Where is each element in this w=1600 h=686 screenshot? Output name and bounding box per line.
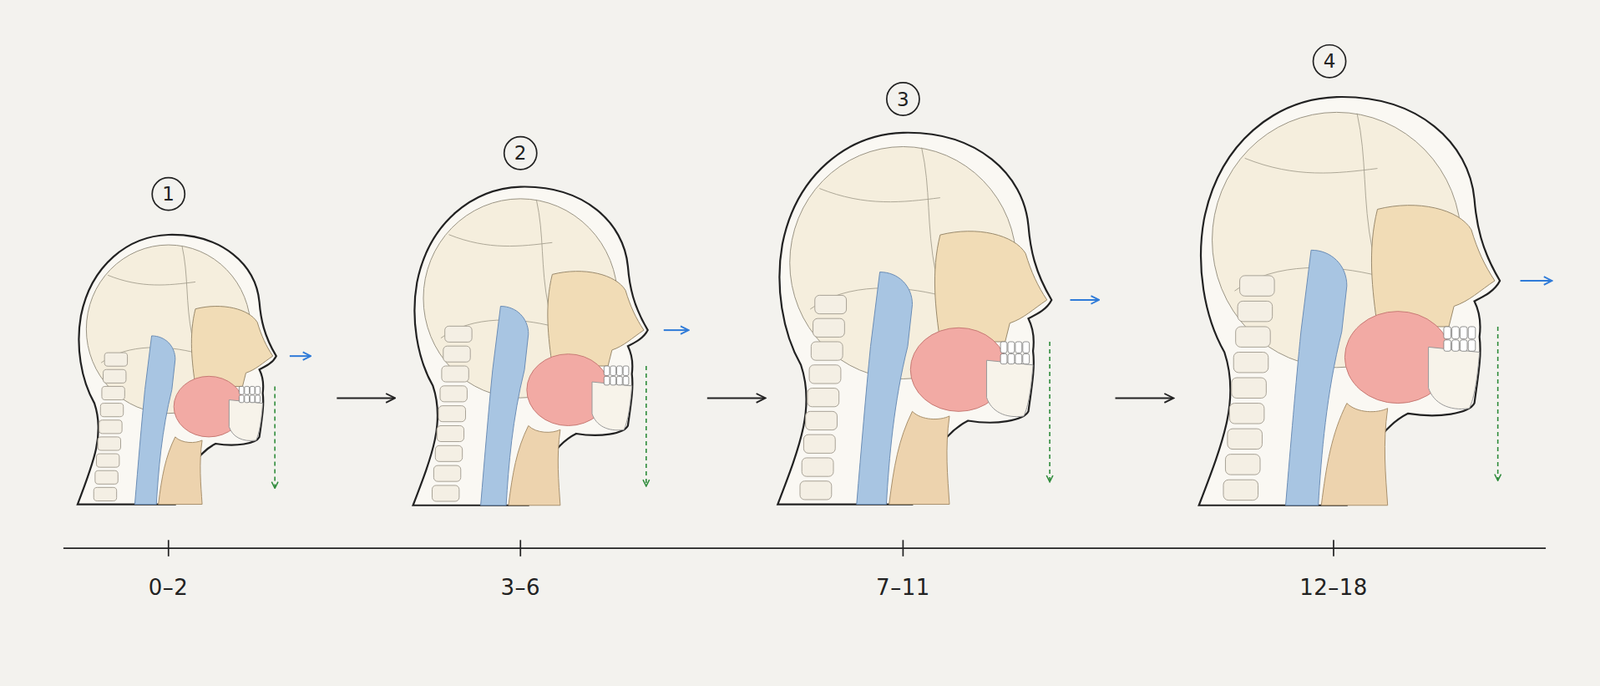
callout-number: 1 bbox=[162, 184, 175, 204]
stage-arrows bbox=[336, 396, 1173, 399]
age-range-label: 3–6 bbox=[500, 576, 541, 598]
preteen-head bbox=[777, 132, 1099, 505]
callout-number: 3 bbox=[896, 89, 910, 109]
infant-head bbox=[77, 234, 310, 505]
timeline bbox=[63, 539, 1546, 557]
callout-circles bbox=[151, 45, 1346, 211]
callout-number: 4 bbox=[1323, 51, 1337, 71]
age-range-label: 12–18 bbox=[1299, 576, 1368, 598]
teen-head bbox=[1199, 96, 1551, 506]
age-range-label: 0–2 bbox=[148, 576, 189, 598]
child-head bbox=[413, 187, 689, 506]
age-range-label: 7–11 bbox=[875, 576, 931, 598]
callout-number: 2 bbox=[514, 143, 527, 163]
